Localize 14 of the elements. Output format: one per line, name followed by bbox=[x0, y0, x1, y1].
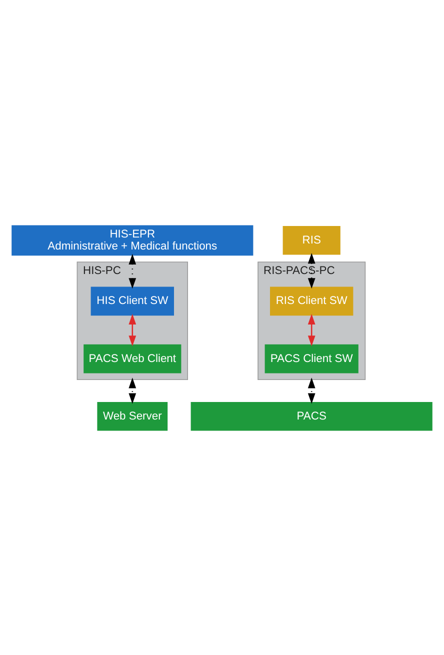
arrow bbox=[128, 377, 136, 404]
arrow bbox=[128, 253, 136, 288]
node-box: PACS Client SW bbox=[264, 344, 358, 373]
arrow bbox=[308, 313, 316, 346]
arrow bbox=[308, 377, 316, 404]
node-box: RIS Client SW bbox=[270, 286, 354, 316]
arrow bbox=[128, 313, 136, 346]
node-box: Web Server bbox=[97, 402, 168, 430]
node-box: HIS Client SW bbox=[90, 286, 174, 316]
node-box: HIS-EPR Administrative + Medical functions bbox=[12, 224, 254, 256]
arrow bbox=[308, 252, 316, 288]
node-box: PACS Web Client bbox=[84, 344, 182, 373]
node-box: RIS bbox=[282, 226, 340, 254]
node-box: PACS bbox=[190, 402, 432, 430]
